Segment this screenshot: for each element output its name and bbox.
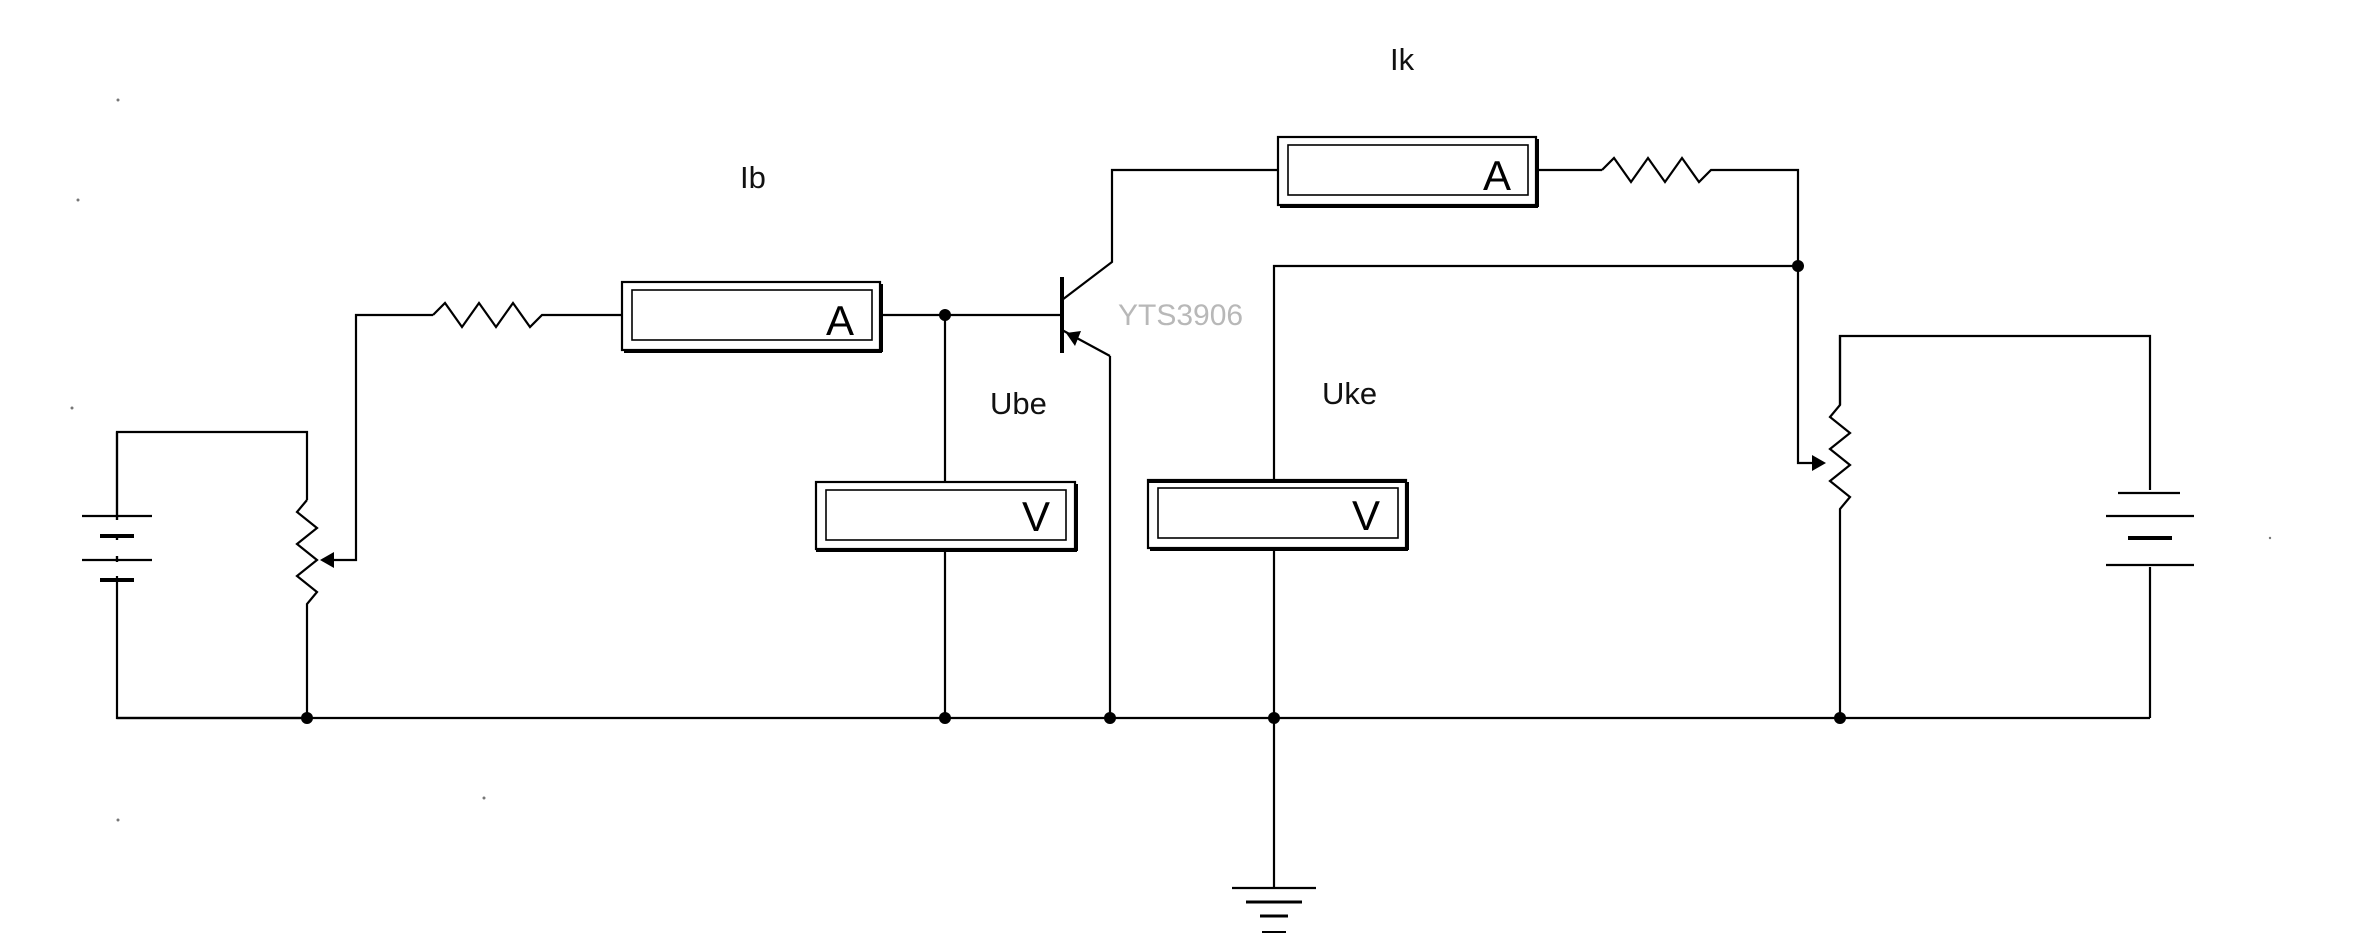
label-uke: Uke <box>1322 376 1377 411</box>
transistor-part-number: YTS3906 <box>1118 299 1243 332</box>
label-ib: Ib <box>740 160 766 195</box>
voltmeter-be-symbol: V <box>1022 493 1050 540</box>
collector-resistor <box>1601 156 1800 266</box>
voltmeter-ke-symbol: V <box>1352 492 1380 539</box>
voltmeter-be: V <box>814 480 1078 552</box>
left-potentiometer <box>295 313 433 718</box>
ammeter-base: A <box>620 280 883 353</box>
junction-nodes <box>301 260 1846 724</box>
label-ik: Ik <box>1390 42 1415 77</box>
right-potentiometer <box>1796 266 2152 718</box>
transistor-pnp: YTS3906 <box>1060 168 1278 718</box>
ammeter-collector-symbol: A <box>1483 152 1511 199</box>
label-ube: Ube <box>990 386 1047 421</box>
base-resistor <box>432 301 622 329</box>
scan-specks <box>70 98 2272 822</box>
voltmeter-ke: V <box>1146 478 1409 551</box>
ammeter-collector: A <box>1276 135 1539 208</box>
ammeter-base-symbol: A <box>826 297 854 344</box>
left-battery <box>82 430 309 720</box>
right-battery <box>2106 491 2194 718</box>
ground-symbol <box>1232 718 1316 933</box>
